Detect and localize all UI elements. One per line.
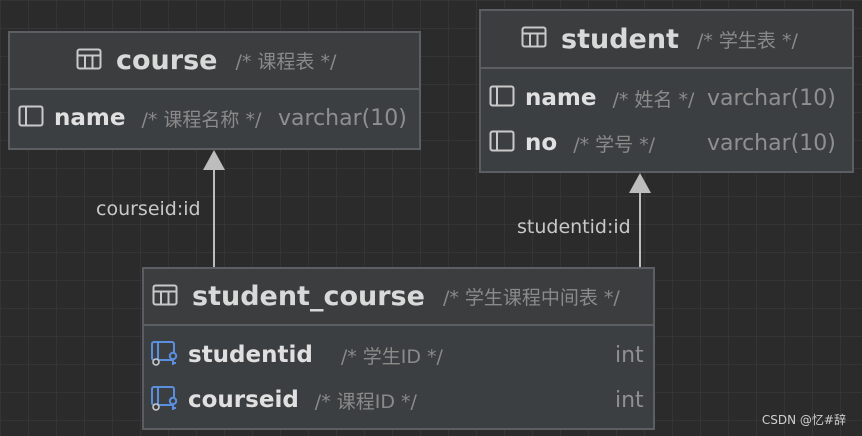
- relation-label-studentid: studentid:id: [517, 216, 631, 238]
- column-icon: [18, 105, 44, 131]
- column-type: int: [615, 342, 644, 368]
- table-header-student[interactable]: student /* 学生表 */: [481, 11, 852, 69]
- table-header-student-course[interactable]: student_course /* 学生课程中间表 */: [144, 269, 653, 326]
- relation-arrow-course: [203, 150, 225, 170]
- column-type: varchar(10): [707, 130, 836, 156]
- table-name: student_course: [192, 281, 425, 312]
- column-row[interactable]: courseid /* 课程ID */ int: [144, 379, 653, 421]
- foreign-key-column-icon: [150, 385, 180, 415]
- table-header-course[interactable]: course /* 课程表 */: [10, 33, 419, 90]
- watermark: CSDN @忆#辞: [761, 413, 846, 427]
- column-comment: /* 姓名 */: [612, 88, 695, 111]
- relation-label-courseid: courseid:id: [96, 198, 201, 220]
- column-comment: /* 学号 */: [573, 133, 656, 156]
- column-type: varchar(10): [278, 105, 407, 131]
- column-row[interactable]: studentid /* 学生ID */ int: [144, 334, 653, 376]
- foreign-key-column-icon: [150, 340, 180, 370]
- column-icon: [489, 130, 515, 156]
- column-row[interactable]: name /* 课程名称 */ varchar(10): [10, 97, 419, 139]
- table-icon: [521, 26, 547, 52]
- column-name: studentid: [188, 342, 313, 368]
- table-icon: [76, 48, 102, 74]
- column-name: name: [525, 85, 597, 111]
- table-icon: [152, 284, 178, 310]
- table-name: student: [561, 23, 679, 55]
- table-name: course: [116, 45, 218, 76]
- column-name: no: [525, 130, 558, 156]
- table-comment: /* 学生课程中间表 */: [442, 287, 620, 309]
- column-icon: [489, 85, 515, 111]
- column-name: name: [54, 105, 126, 131]
- column-comment: /* 课程ID */: [314, 390, 417, 413]
- table-student[interactable]: student /* 学生表 */ name /* 姓名 */ varchar(…: [479, 9, 854, 173]
- relation-arrow-student: [629, 173, 651, 193]
- column-comment: /* 课程名称 */: [141, 108, 262, 131]
- column-name: courseid: [188, 387, 299, 413]
- table-course[interactable]: course /* 课程表 */ name /* 课程名称 */ varchar…: [8, 31, 421, 150]
- column-comment: /* 学生ID */: [340, 345, 443, 368]
- table-comment: /* 学生表 */: [696, 29, 798, 52]
- table-comment: /* 课程表 */: [235, 51, 337, 73]
- column-type: varchar(10): [707, 85, 836, 111]
- column-row[interactable]: name /* 姓名 */ varchar(10): [481, 77, 852, 119]
- table-student-course[interactable]: student_course /* 学生课程中间表 */ studentid /…: [142, 267, 655, 430]
- column-type: int: [615, 387, 644, 413]
- column-row[interactable]: no /* 学号 */ varchar(10): [481, 122, 852, 164]
